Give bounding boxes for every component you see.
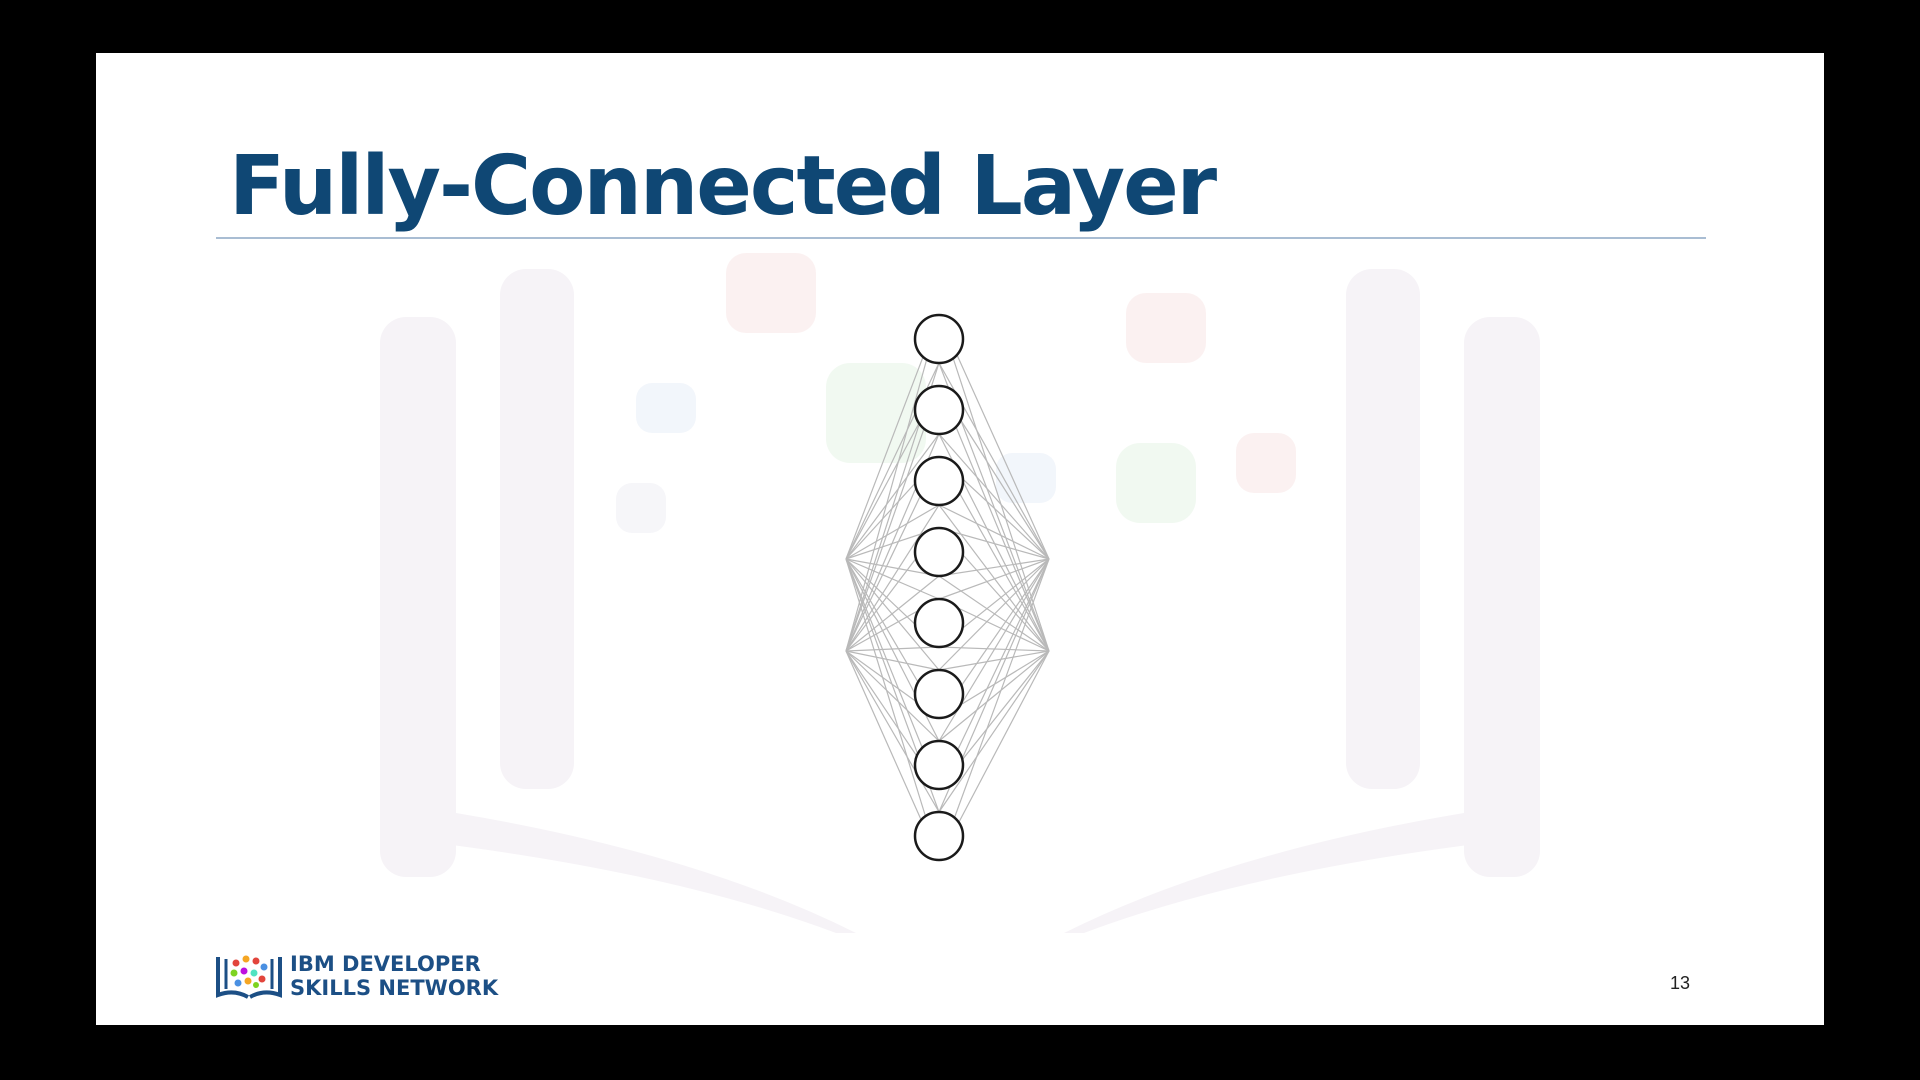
- slide: Fully-Connected Layer IBM DEVELOPER SKIL…: [96, 53, 1824, 1025]
- neuron-node-4: [913, 526, 965, 578]
- ibm-developer-skills-network-logo: IBM DEVELOPER SKILLS NETWORK: [214, 951, 498, 1001]
- neuron-node-1: [913, 313, 965, 365]
- logo-line-1: IBM DEVELOPER: [290, 952, 481, 976]
- connection-edge: [845, 433, 940, 560]
- connection-edge: [845, 314, 940, 652]
- connection-edge: [938, 314, 1050, 652]
- connection-edge: [938, 385, 1050, 652]
- connection-edge: [845, 558, 940, 671]
- connection-edge: [938, 650, 1050, 671]
- connection-edge: [938, 650, 1050, 742]
- neuron-node-5: [913, 597, 965, 649]
- connection-edge: [845, 650, 940, 742]
- connection-edge: [938, 646, 1050, 652]
- neuron-node-2: [913, 384, 965, 436]
- connection-edge: [845, 646, 940, 652]
- connection-edge: [938, 558, 1050, 671]
- slide-title: Fully-Connected Layer: [229, 139, 1217, 234]
- logo-line-2: SKILLS NETWORK: [290, 976, 499, 1000]
- connection-edge: [938, 558, 1050, 577]
- connection-edge: [938, 504, 1050, 560]
- connection-edge: [938, 558, 1050, 861]
- connection-edge: [938, 558, 1050, 600]
- book-watermark-icon: [380, 253, 1540, 933]
- connection-edge: [845, 504, 940, 652]
- connection-edge: [938, 504, 1050, 652]
- connection-edge: [845, 504, 940, 560]
- neuron-node-7: [913, 739, 965, 791]
- page-number: 13: [1670, 973, 1691, 993]
- connection-edge: [938, 575, 1050, 652]
- connection-edge: [845, 558, 940, 577]
- connection-edge: [938, 650, 1050, 813]
- connection-edge: [845, 650, 940, 671]
- connection-edge: [938, 433, 1050, 560]
- neuron-node-3: [913, 455, 965, 507]
- connection-edge: [845, 575, 940, 652]
- connection-edge: [845, 385, 940, 652]
- fully-connected-network-diagram: [845, 313, 1050, 862]
- open-book-logo-icon: [216, 955, 282, 999]
- neuron-node-8: [913, 810, 965, 862]
- title-divider: [216, 237, 1706, 239]
- neuron-node-6: [913, 668, 965, 720]
- connection-edge: [845, 558, 940, 861]
- connection-edge: [845, 650, 940, 813]
